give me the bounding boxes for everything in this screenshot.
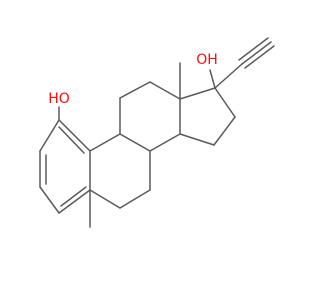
structure-diagram: OH HO: [39, 37, 275, 228]
hydroxyl-label-left: HO: [48, 91, 70, 107]
label-layer: OH HO: [48, 52, 218, 107]
bond-layer: [39, 37, 275, 228]
hydroxyl-label-top: OH: [196, 52, 218, 68]
bond: [179, 87, 216, 100]
bond: [39, 186, 60, 214]
bond: [119, 133, 151, 152]
bond: [89, 189, 121, 209]
bond: [214, 63, 243, 89]
bond: [58, 119, 91, 152]
bond: [214, 87, 236, 118]
bond: [238, 37, 269, 61]
bond: [89, 133, 121, 152]
bond: [149, 81, 181, 100]
bond: [241, 41, 272, 65]
bond: [209, 69, 216, 89]
bond: [60, 186, 87, 207]
bond: [244, 45, 275, 69]
bond: [179, 133, 215, 146]
bond: [39, 119, 60, 152]
bond: [119, 189, 151, 209]
bond: [58, 189, 91, 214]
bond: [58, 126, 85, 154]
molecule-drawing: OH HO: [39, 37, 275, 228]
bond: [119, 81, 151, 99]
bond: [213, 116, 236, 146]
bond: [149, 133, 181, 152]
